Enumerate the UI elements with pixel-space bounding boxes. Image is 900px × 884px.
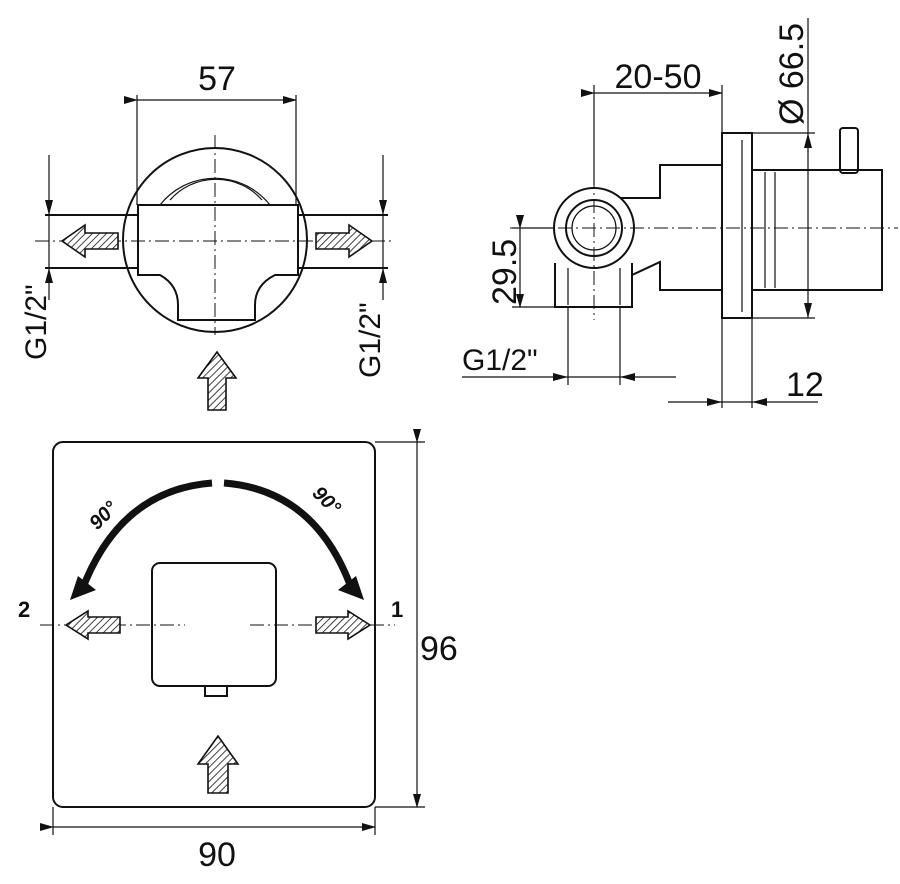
side-view: 20-50 Ø 66.5 29.5 G1/2" 12: [462, 18, 898, 408]
outlet-arrow-left: [60, 223, 119, 259]
front-view: 57 G1/2" G1/2": [20, 60, 395, 411]
dim-diameter: Ø 66.5: [773, 23, 811, 125]
dim-height-96: 96: [420, 630, 458, 668]
rotation-arc-right: [223, 479, 356, 592]
dim-depth-range: 20-50: [615, 58, 702, 96]
angle-right-label: 90°: [308, 482, 346, 520]
cover-plate-view: 90° 90° 2 1 90 96: [18, 429, 458, 874]
dim-side-thread: G1/2": [462, 344, 538, 377]
side-lever: [839, 127, 859, 174]
handle-spout: [204, 685, 228, 697]
dim-plate-12: 12: [786, 366, 824, 404]
side-wall-plate: [721, 132, 753, 319]
outlet-1-arrow: [315, 609, 372, 641]
dim-width-57: 57: [198, 60, 236, 98]
outlet-2-arrow: [64, 609, 121, 641]
dim-width-90: 90: [198, 836, 236, 874]
outlet-2-label: 2: [18, 597, 30, 622]
dim-left-thread: G1/2": [20, 284, 53, 360]
inlet-arrow: [196, 734, 240, 794]
outlet-arrow-right: [315, 223, 374, 259]
side-handle-body: [751, 169, 883, 291]
dim-right-thread: G1/2": [354, 302, 387, 378]
rotation-arc-left: [78, 479, 213, 592]
outlet-1-label: 1: [391, 597, 403, 622]
inlet-arrow-up: [196, 350, 238, 411]
dim-height-29-5: 29.5: [486, 239, 524, 305]
valve-body: [137, 204, 299, 321]
